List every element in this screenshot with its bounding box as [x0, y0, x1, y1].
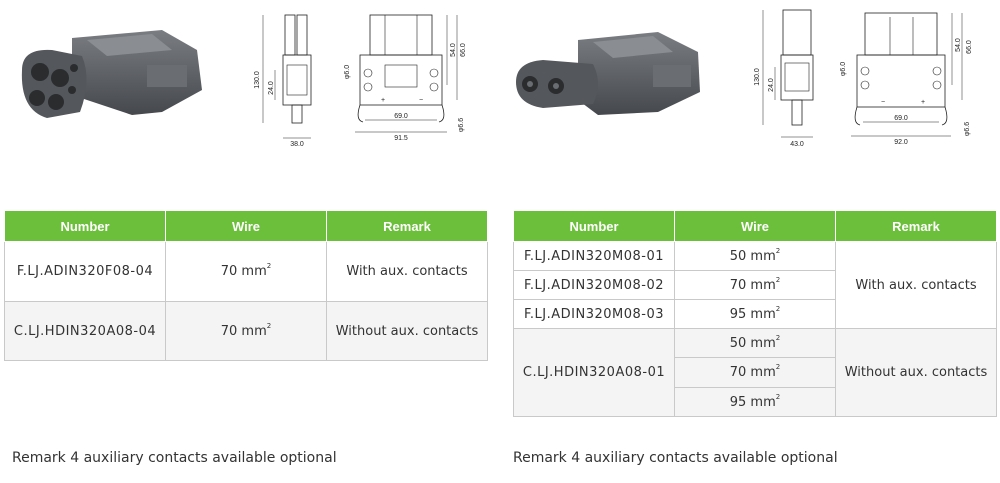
cell-number: F.LJ.ADIN320F08-04 [4, 241, 166, 302]
dim-phi6: φ6.0 [344, 65, 351, 79]
dim-66: 66.0 [966, 40, 973, 54]
connector-female-photo [21, 30, 202, 119]
dim-43: 43.0 [790, 141, 804, 148]
header-wire: Wire [165, 210, 327, 242]
cell-remark: With aux. contacts [326, 241, 488, 302]
cell-remark: With aux. contacts [835, 241, 997, 329]
right-front-view-drawing: 66.0 54.0 69.0 92.0 φ6.0 φ6.6 − + [840, 12, 973, 146]
dim-54: 54.0 [450, 43, 457, 57]
cell-number: C.LJ.HDIN320A08-04 [4, 301, 166, 361]
table-row: F.LJ.ADIN320M08-01 50 mm2 With aux. cont… [513, 241, 997, 329]
table-row: F.LJ.ADIN320F08-04 70 mm2 With aux. cont… [4, 241, 488, 302]
table-row: 70 mm2 [514, 357, 997, 388]
header-remark: Remark [835, 210, 997, 242]
table-row: C.LJ.HDIN320A08-04 70 mm2 Without aux. c… [4, 301, 488, 361]
header-wire: Wire [674, 210, 836, 242]
table-row: C.LJ.HDIN320A08-01 50 mm2 Without aux. c… [513, 328, 997, 417]
cell-remark: Without aux. contacts [835, 328, 997, 417]
right-spec-table: Number Wire Remark F.LJ.ADIN320M08-01 50… [513, 210, 997, 417]
dim-phi6-6: φ6.6 [964, 122, 971, 136]
dim-69: 69.0 [894, 115, 908, 122]
connector-male-photo [516, 32, 700, 115]
dim-24: 24.0 [268, 81, 275, 95]
right-side-view-drawing: 130.0 24.0 43.0 [754, 9, 814, 148]
header-number: Number [513, 210, 675, 242]
table-row: F.LJ.ADIN320M08-02 70 mm2 [513, 270, 997, 300]
cell-number: F.LJ.ADIN320M08-03 [513, 299, 675, 329]
dim-66: 66.0 [460, 43, 467, 57]
cell-wire: 70 mm2 [165, 241, 327, 302]
cell-remark: Without aux. contacts [326, 301, 488, 361]
dim-130: 130.0 [754, 68, 761, 86]
dim-phi6: φ6.0 [840, 62, 847, 76]
cell-wire: 70 mm2 [674, 270, 836, 300]
dim-69: 69.0 [394, 113, 408, 120]
dim-24: 24.0 [768, 78, 775, 92]
left-side-view-drawing: 130.0 24.0 38.0 [254, 14, 312, 148]
dim-54: 54.0 [955, 38, 962, 52]
cell-wire: 50 mm2 [674, 241, 836, 271]
dim-92: 92.0 [894, 139, 908, 146]
header-number: Number [4, 210, 166, 242]
cell-wire: 50 mm2 [674, 328, 836, 358]
table-row: 95 mm2 [514, 387, 997, 417]
cell-wire: 95 mm2 [674, 299, 836, 329]
dim-130: 130.0 [254, 71, 261, 89]
header-remark: Remark [326, 210, 488, 242]
cell-number: F.LJ.ADIN320M08-01 [513, 241, 675, 271]
polarity-minus: − [419, 97, 423, 104]
left-remark-note: Remark 4 auxiliary contacts available op… [12, 450, 337, 466]
left-spec-table: Number Wire Remark F.LJ.ADIN320F08-04 70… [4, 210, 488, 361]
cell-wire: 70 mm2 [674, 357, 836, 388]
dim-91-5: 91.5 [394, 135, 408, 142]
cell-number: C.LJ.HDIN320A08-01 [513, 328, 675, 417]
polarity-plus: + [381, 97, 385, 104]
cell-number: F.LJ.ADIN320M08-02 [513, 270, 675, 300]
right-remark-note: Remark 4 auxiliary contacts available op… [513, 450, 838, 466]
polarity-minus: − [881, 99, 885, 106]
left-front-view-drawing: 66.0 54.0 69.0 91.5 φ6.0 φ6.6 + − [344, 14, 467, 142]
cell-wire: 70 mm2 [165, 301, 327, 361]
cell-wire: 95 mm2 [674, 387, 836, 417]
polarity-plus: + [921, 99, 925, 106]
dim-phi6-6: φ6.6 [458, 118, 465, 132]
dim-38: 38.0 [290, 141, 304, 148]
